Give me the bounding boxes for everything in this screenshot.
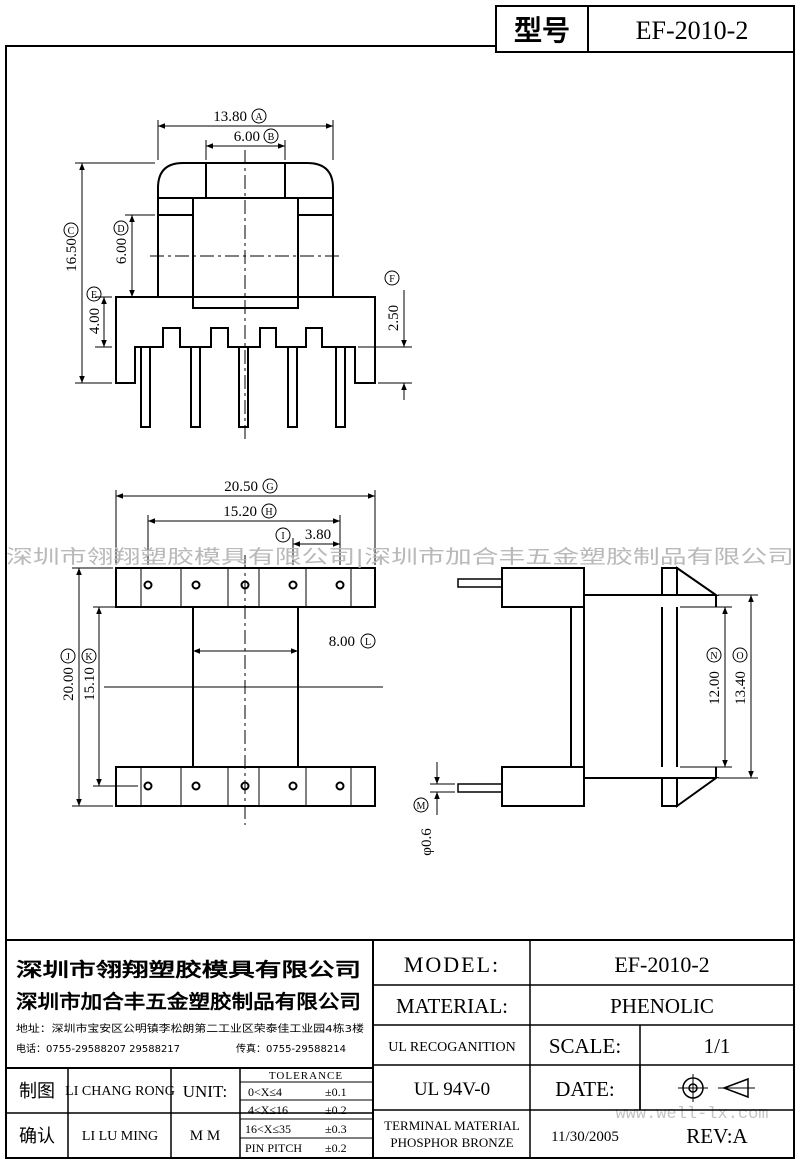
dim-height-window: 6.00 xyxy=(114,238,130,264)
check-by: LI LU MING xyxy=(82,1129,158,1144)
material-label: MATERIAL: xyxy=(396,994,508,1018)
ul-label: UL RECOGANITION xyxy=(388,1040,515,1055)
tolerance-3-range: 16<X≤35 xyxy=(245,1122,291,1136)
header-box: 型号 EF-2010-2 xyxy=(495,5,795,53)
tolerance-4-range: PIN PITCH xyxy=(245,1141,302,1155)
header-label: 型号 xyxy=(514,14,570,47)
date-label: DATE: xyxy=(555,1077,615,1101)
scale-value: 1/1 xyxy=(704,1034,731,1058)
dim-tag-o: O xyxy=(736,651,743,662)
date-value: 11/30/2005 xyxy=(551,1129,619,1145)
check-label: 确认 xyxy=(19,1126,55,1147)
dim-tag-i: I xyxy=(281,531,284,542)
front-view xyxy=(115,150,376,440)
dim-tag-h: H xyxy=(265,507,272,518)
front-dimensions xyxy=(75,120,412,400)
dim-tag-j: J xyxy=(66,652,70,663)
dim-top-width: 13.80 xyxy=(213,109,247,125)
dim-core-width: 8.00 xyxy=(329,634,355,650)
tolerance-1-value: ±0.1 xyxy=(325,1085,347,1099)
scale-label: SCALE: xyxy=(549,1034,621,1058)
company-name-2: 深圳市加合丰五金塑胶制品有限公司 xyxy=(16,990,361,1013)
side-dimension-labels: 12.00 N 13.40 O M φ0.6 xyxy=(413,647,749,856)
company-name-1: 深圳市翎翔塑胶模具有限公司 xyxy=(16,958,361,981)
bottom-dimensions xyxy=(72,490,376,807)
tolerance-2-range: 4<X≤16 xyxy=(248,1103,288,1117)
dim-tag-f: F xyxy=(389,274,395,285)
dim-tag-b: B xyxy=(268,132,275,143)
dim-height-flange: 4.00 xyxy=(87,308,103,334)
watermark-text: 深圳市翎翔塑胶模具有限公司|深圳市加合丰五金塑胶制品有限公司 xyxy=(6,546,794,568)
dim-tag-g: G xyxy=(266,482,273,493)
tolerance-2-value: ±0.2 xyxy=(325,1103,347,1117)
dim-depth-total: 20.00 xyxy=(61,667,77,701)
dim-bottom-width: 20.50 xyxy=(224,479,258,495)
company-fax: 传真：0755-29588214 xyxy=(236,1042,346,1055)
front-dimension-labels: 13.80 A 6.00 B 16.50 C 6.00 D 4.00 E 2.5… xyxy=(63,108,402,334)
dim-side-inner: 12.00 xyxy=(707,671,723,705)
company-address: 地址：深圳市宝安区公明镇李松朗第二工业区荣泰佳工业园4栋3楼 xyxy=(16,1022,364,1035)
tolerance-title: TOLERANCE xyxy=(269,1070,343,1082)
side-view xyxy=(457,566,720,808)
terminal-line-1: TERMINAL MATERIAL xyxy=(384,1118,520,1133)
dim-bottom-inner: 15.20 xyxy=(223,504,257,520)
tolerance-3-value: ±0.3 xyxy=(325,1122,347,1136)
side-dimensions xyxy=(430,594,758,815)
dim-pin-base: 2.50 xyxy=(386,305,402,331)
dim-tag-c: C xyxy=(68,226,75,237)
dim-tag-e: E xyxy=(91,290,97,301)
unit-label: UNIT: xyxy=(183,1082,227,1101)
drawn-label: 制图 xyxy=(19,1081,55,1102)
dim-pin-dia: φ0.6 xyxy=(419,828,435,856)
dim-tag-a: A xyxy=(255,112,263,123)
header-model: EF-2010-2 xyxy=(636,16,749,45)
dim-tag-d: D xyxy=(117,224,124,235)
dim-height-total: 16.50 xyxy=(64,238,80,272)
bottom-dimension-labels: 20.50 G 15.20 H I 3.80 8.00 L 20.00 J 15… xyxy=(60,478,376,701)
watermark-site: www.well-lx.com xyxy=(615,1105,768,1124)
model-value: EF-2010-2 xyxy=(614,952,709,977)
unit-value: M M xyxy=(190,1128,220,1144)
projection-symbol-icon xyxy=(678,1074,755,1102)
dim-tag-k: K xyxy=(85,652,93,663)
model-label: MODEL: xyxy=(404,952,500,977)
dim-side-outer: 13.40 xyxy=(733,671,749,705)
tolerance-1-range: 0<X≤4 xyxy=(248,1085,282,1099)
dim-top-inner: 6.00 xyxy=(234,129,260,145)
bottom-view xyxy=(104,555,383,825)
dim-pin-pitch: 3.80 xyxy=(305,527,331,543)
tolerance-4-value: ±0.2 xyxy=(325,1141,347,1155)
dim-tag-l: L xyxy=(365,637,371,648)
terminal-line-2: PHOSPHOR BRONZE xyxy=(390,1135,513,1150)
rev-label: REV:A xyxy=(686,1124,748,1148)
dim-depth-inner: 15.10 xyxy=(82,667,98,701)
title-block-text: 深圳市翎翔塑胶模具有限公司 深圳市加合丰五金塑胶制品有限公司 地址：深圳市宝安区… xyxy=(16,952,749,1155)
drawn-by: LI CHANG RONG xyxy=(65,1084,175,1099)
company-tel: 电话：0755-29588207 29588217 xyxy=(16,1042,180,1055)
ul-value: UL 94V-0 xyxy=(414,1079,490,1100)
dim-tag-n: N xyxy=(710,651,717,662)
material-value: PHENOLIC xyxy=(610,994,714,1018)
title-block xyxy=(5,939,795,1159)
dim-tag-m: M xyxy=(417,801,426,812)
